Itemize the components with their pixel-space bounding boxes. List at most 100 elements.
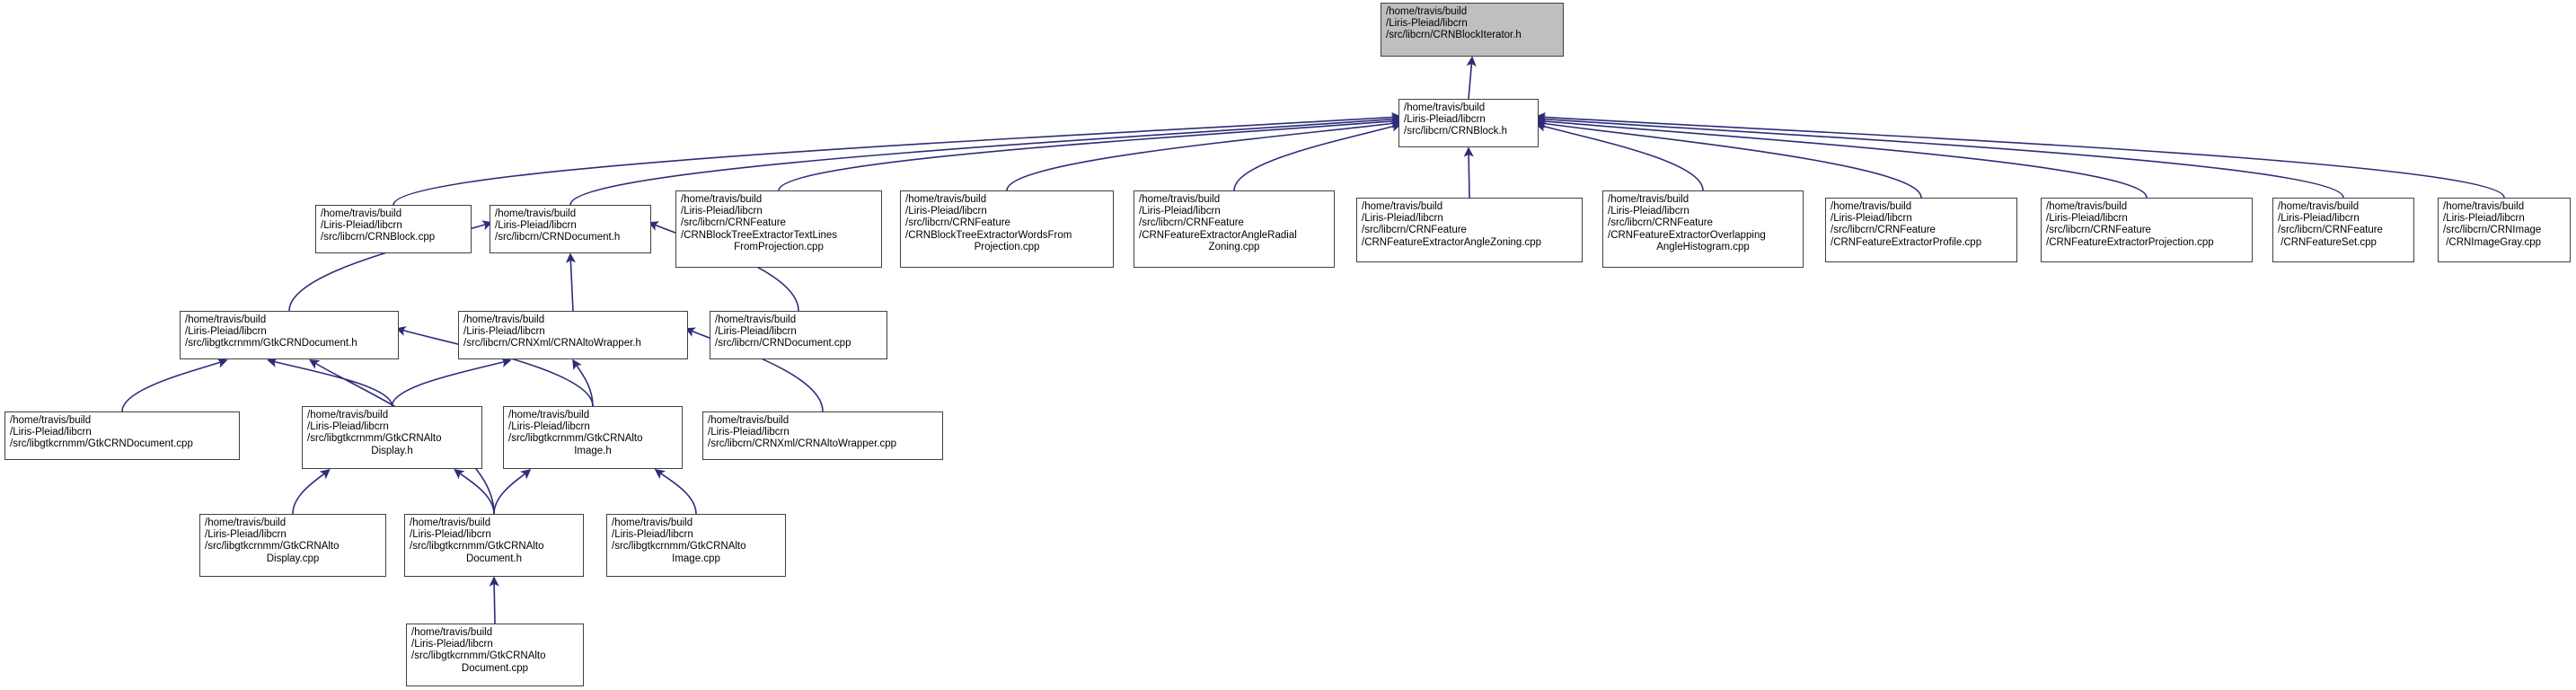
node-text-line: /home/travis/build [1608,194,1689,205]
node-text-line: /home/travis/build [715,314,797,325]
node-text-line: /Liris-Pleiad/libcrn [1386,18,1468,30]
graph-node-crnfeatureextractorangleradialzoning-cpp[interactable]: /home/travis/build/Liris-Pleiad/libcrn/s… [1134,190,1335,268]
node-text-line: /Liris-Pleiad/libcrn [1608,206,1689,217]
graph-node-gtkcrnaltoimage-h[interactable]: /home/travis/build/Liris-Pleiad/libcrn/s… [503,406,683,469]
graph-node-crnblocktreeextractorwordsfromprojection-cpp[interactable]: /home/travis/build/Liris-Pleiad/libcrn/s… [900,190,1114,268]
graph-edge [292,468,331,515]
graph-node-crnfeatureset-cpp[interactable]: /home/travis/build/Liris-Pleiad/libcrn/s… [2272,198,2414,262]
node-text-line: /home/travis/build [1139,194,1221,205]
node-text-line: /CRNFeatureExtractorProjection.cpp [2046,236,2214,248]
node-text-line: /CRNFeatureExtractorAngleRadial [1139,229,1297,241]
graph-node-crndocument-cpp[interactable]: /home/travis/build/Liris-Pleiad/libcrn/s… [710,311,887,359]
node-text-line: /home/travis/build [1831,201,1912,212]
graph-node-crnimagegray-cpp[interactable]: /home/travis/build/Liris-Pleiad/libcrn/s… [2438,198,2571,262]
graph-node-gtkcrnaltodisplay-cpp[interactable]: /home/travis/build/Liris-Pleiad/libcrn/s… [199,514,386,577]
node-text-line: AngleHistogram.cpp [1656,241,1750,252]
node-text-line: /src/libcrn/CRNBlock.h [1404,126,1508,137]
node-text-line: /Liris-Pleiad/libcrn [185,326,267,338]
node-text-line: /src/libcrn/CRNBlock.cpp [321,232,436,243]
graph-node-crnblockiterator-h[interactable]: /home/travis/build/Liris-Pleiad/libcrn/s… [1381,3,1564,57]
graph-edge [1535,119,1922,199]
graph-edge [493,468,532,515]
node-text-line: /home/travis/build [681,194,763,205]
node-text-line: /Liris-Pleiad/libcrn [10,427,92,438]
node-text-line: /Liris-Pleiad/libcrn [708,427,790,438]
graph-edge [654,469,697,515]
node-text-line: /home/travis/build [612,518,693,528]
graph-node-crnaltowrapper-h[interactable]: /home/travis/build/Liris-Pleiad/libcrn/s… [458,311,688,359]
node-text-line: /src/libcrn/CRNFeature [1608,217,1713,229]
graph-node-crnblock-cpp[interactable]: /home/travis/build/Liris-Pleiad/libcrn/s… [315,205,472,253]
node-text-line: /src/libcrn/CRNFeature [681,217,786,229]
graph-edge [489,576,499,624]
node-text-line: FromProjection.cpp [734,241,824,252]
node-text-line: /src/libcrn/CRNFeature [2278,225,2383,236]
node-text-line: /src/libcrn/CRNXml/CRNAltoWrapper.h [463,338,641,349]
node-text-line: /home/travis/build [495,208,577,219]
node-text-line: /src/libgtkcrnmm/GtkCRNDocument.cpp [10,438,193,450]
node-text-line: /src/libgtkcrnmm/GtkCRNDocument.h [185,338,357,349]
node-text-line: /src/libcrn/CRNBlockIterator.h [1386,30,1522,41]
graph-node-gtkcrndocument-cpp[interactable]: /home/travis/build/Liris-Pleiad/libcrn/s… [4,411,240,460]
node-text-line: /Liris-Pleiad/libcrn [205,529,287,541]
node-text-line: /src/libgtkcrnmm/GtkCRNAlto [508,433,643,445]
graph-node-crnfeatureextractorprofile-cpp[interactable]: /home/travis/build/Liris-Pleiad/libcrn/s… [1825,198,2017,262]
graph-edge [1535,116,2148,199]
node-text-line: /src/libcrn/CRNXml/CRNAltoWrapper.cpp [708,438,897,450]
node-text-line: /src/libgtkcrnmm/GtkCRNAlto [205,541,340,553]
node-text-line: /home/travis/build [2046,201,2128,212]
node-text-line: /Liris-Pleiad/libcrn [681,206,763,217]
graph-node-crnaltowrapper-cpp[interactable]: /home/travis/build/Liris-Pleiad/libcrn/s… [702,411,943,460]
node-text-line: /src/libgtkcrnmm/GtkCRNAlto [410,541,544,553]
node-text-line: /home/travis/build [905,194,987,205]
node-text-line: /src/libcrn/CRNFeature [905,217,1010,229]
graph-node-crndocument-h[interactable]: /home/travis/build/Liris-Pleiad/libcrn/s… [490,205,651,253]
node-text-line: /Liris-Pleiad/libcrn [321,220,402,232]
node-text-line: /Liris-Pleiad/libcrn [1362,213,1443,225]
graph-node-crnfeatureextractoranglezoning-cpp[interactable]: /home/travis/build/Liris-Pleiad/libcrn/s… [1356,198,1583,262]
graph-edge [121,358,228,412]
node-text-line: Image.cpp [672,553,720,564]
node-text-line: Zoning.cpp [1208,241,1260,252]
graph-node-crnblocktreeextractortextlinesfromprojection-cpp[interactable]: /home/travis/build/Liris-Pleiad/libcrn/s… [675,190,882,268]
node-text-line: /Liris-Pleiad/libcrn [2046,213,2128,225]
graph-edge [267,357,393,407]
node-text-line: /Liris-Pleiad/libcrn [307,421,389,433]
graph-edge [1006,118,1402,191]
node-text-line: /home/travis/build [1362,201,1443,212]
node-text-line: /src/libgtkcrnmm/GtkCRNAlto [307,433,442,445]
node-text-line: /Liris-Pleiad/libcrn [495,220,577,232]
node-text-line: /home/travis/build [307,410,389,420]
graph-edge [778,116,1402,191]
graph-node-crnblock-h[interactable]: /home/travis/build/Liris-Pleiad/libcrn/s… [1398,99,1539,147]
node-text-line: /home/travis/build [10,415,92,426]
node-text-line: /home/travis/build [411,627,493,638]
node-text-line: /src/libcrn/CRNDocument.h [495,232,621,243]
graph-node-gtkcrndocument-h[interactable]: /home/travis/build/Liris-Pleiad/libcrn/s… [180,311,399,359]
graph-node-gtkcrnaltodocument-h[interactable]: /home/travis/build/Liris-Pleiad/libcrn/s… [404,514,584,577]
graph-edge [1535,121,1704,191]
graph-edge [1233,121,1402,191]
node-text-line: /src/libcrn/CRNFeature [1831,225,1936,236]
node-text-line: Document.cpp [461,662,529,674]
node-text-line: /Liris-Pleiad/libcrn [508,421,590,433]
node-text-line: /home/travis/build [410,518,491,528]
node-text-line: /home/travis/build [205,518,287,528]
node-text-line: /home/travis/build [2278,201,2360,212]
graph-edge [1466,56,1477,100]
graph-node-crnfeatureextractorprojection-cpp[interactable]: /home/travis/build/Liris-Pleiad/libcrn/s… [2041,198,2253,262]
graph-edge [1535,111,2505,199]
graph-node-crnfeatureextractoroverlappinganglehistogram-cpp[interactable]: /home/travis/build/Liris-Pleiad/libcrn/s… [1602,190,1804,268]
graph-node-gtkcrnaltodisplay-h[interactable]: /home/travis/build/Liris-Pleiad/libcrn/s… [302,406,482,469]
node-text-line: /src/libcrn/CRNImage [2443,225,2542,236]
graph-node-gtkcrnaltodocument-cpp[interactable]: /home/travis/build/Liris-Pleiad/libcrn/s… [406,624,584,686]
node-text-line: /Liris-Pleiad/libcrn [1831,213,1912,225]
node-text-line: /CRNBlockTreeExtractorTextLines [681,229,838,241]
node-text-line: /src/libcrn/CRNFeature [1362,225,1467,236]
node-text-line: /src/libgtkcrnmm/GtkCRNAlto [411,650,546,662]
node-text-line: /home/travis/build [321,208,402,219]
node-text-line: /home/travis/build [708,415,790,426]
graph-node-gtkcrnaltoimage-cpp[interactable]: /home/travis/build/Liris-Pleiad/libcrn/s… [606,514,786,577]
node-text-line: /home/travis/build [1404,102,1486,113]
